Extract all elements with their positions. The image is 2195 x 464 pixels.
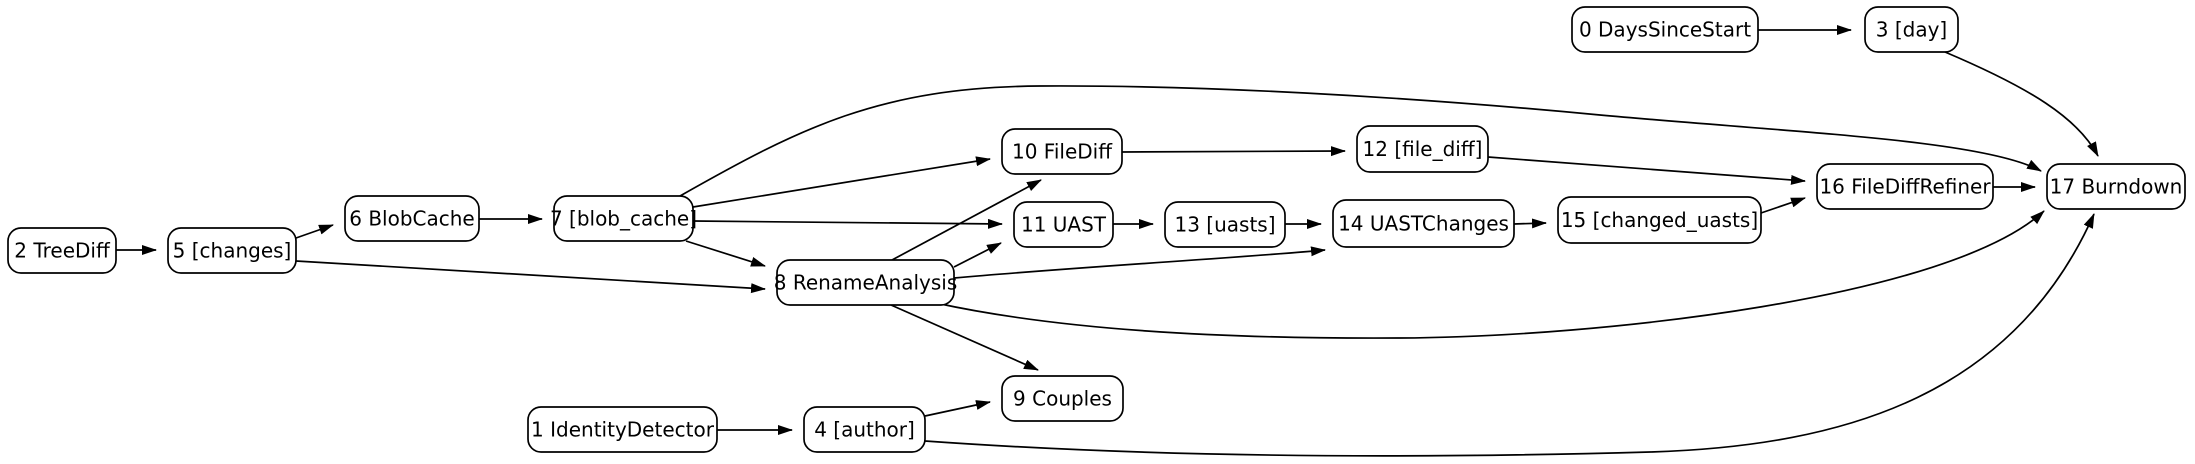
node-box-6 [344,195,480,242]
node-box-3 [1864,6,1959,53]
node-label-14: 14 UASTChanges [1338,212,1509,236]
node-layer: 0 DaysSinceStart 1 IdentityDetector 2 Tree… [7,6,2186,453]
node-label-2: 2 TreeDiff [14,239,111,263]
node-12-file-diff: 12 [file_diff] [1356,125,1489,173]
edge-5-to-6 [295,224,334,239]
edge-3-to-17 [1944,51,2099,157]
node-box-15 [1557,196,1762,244]
edge-7-to-17 [679,85,2042,197]
node-label-12: 12 [file_diff] [1363,137,1483,161]
node-7-blob-cache: 7 [blob_cache] [550,195,697,242]
node-5-changes: 5 [changes] [167,227,297,274]
node-box-2 [7,227,117,274]
node-label-1: 1 IdentityDetector [531,418,715,442]
node-box-12 [1356,125,1489,173]
node-box-5 [167,227,297,274]
edge-8-to-10 [891,179,1042,261]
edge-8-to-17 [935,210,2045,339]
node-0-dayssincestart: 0 DaysSinceStart [1571,6,1759,53]
node-1-identitydetector: 1 IdentityDetector [527,406,718,453]
node-box-11 [1013,201,1114,248]
node-label-5: 5 [changes] [173,239,292,263]
node-box-14 [1332,199,1515,248]
node-8-renameanalysis: 8 RenameAnalysis [774,259,958,306]
node-9-couples: 9 Couples [1001,375,1124,422]
edge-5-to-8 [295,260,766,294]
edge-4-to-17 [924,213,2095,457]
node-label-9: 9 Couples [1013,387,1112,411]
edge-12-to-16 [1487,156,1806,185]
node-11-uast: 11 UAST [1013,201,1114,248]
node-15-changed-uasts: 15 [changed_uasts] [1557,196,1762,244]
edge-14-to-15 [1513,218,1547,229]
node-label-16: 16 FileDiffRefiner [1819,175,1991,199]
edge-15-to-16 [1760,197,1806,214]
node-2-treediff: 2 TreeDiff [7,227,117,274]
node-label-10: 10 FileDiff [1012,140,1113,164]
node-17-burndown: 17 Burndown [2046,163,2186,210]
node-box-0 [1571,6,1759,53]
edge-8-to-11 [953,242,1002,268]
node-label-15: 15 [changed_uasts] [1561,208,1758,232]
node-box-4 [803,406,926,453]
node-box-16 [1816,163,1994,210]
node-label-17: 17 Burndown [2050,175,2183,199]
edge-8-to-9 [890,304,1039,371]
node-14-uastchanges: 14 UASTChanges [1332,199,1515,248]
node-box-13 [1164,201,1286,248]
edge-7-to-11 [692,218,1003,229]
edge-7-to-8 [685,240,766,267]
node-box-9 [1001,375,1124,422]
node-label-13: 13 [uasts] [1174,213,1275,237]
edge-7-to-10 [692,156,991,208]
node-6-blobcache: 6 BlobCache [344,195,480,242]
edge-layer [116,25,2099,457]
edge-8-to-14 [953,246,1326,279]
node-label-8: 8 RenameAnalysis [774,271,958,295]
node-13-uasts: 13 [uasts] [1164,201,1286,248]
node-label-6: 6 BlobCache [349,207,475,231]
node-box-8 [776,259,955,306]
edge-10-to-12 [1121,146,1346,157]
node-box-1 [527,406,718,453]
node-4-author: 4 [author] [803,406,926,453]
node-label-0: 0 DaysSinceStart [1579,18,1751,42]
node-label-11: 11 UAST [1021,213,1107,237]
node-10-filediff: 10 FileDiff [1001,128,1123,175]
node-label-7: 7 [blob_cache] [550,207,697,231]
node-box-10 [1001,128,1123,175]
edge-4-to-9 [924,400,991,417]
node-3-day: 3 [day] [1864,6,1959,53]
node-16-filediffrefiner: 16 FileDiffRefiner [1816,163,1994,210]
node-box-7 [553,195,694,242]
node-box-17 [2046,163,2186,210]
node-label-4: 4 [author] [814,418,915,442]
node-label-3: 3 [day] [1876,18,1947,42]
